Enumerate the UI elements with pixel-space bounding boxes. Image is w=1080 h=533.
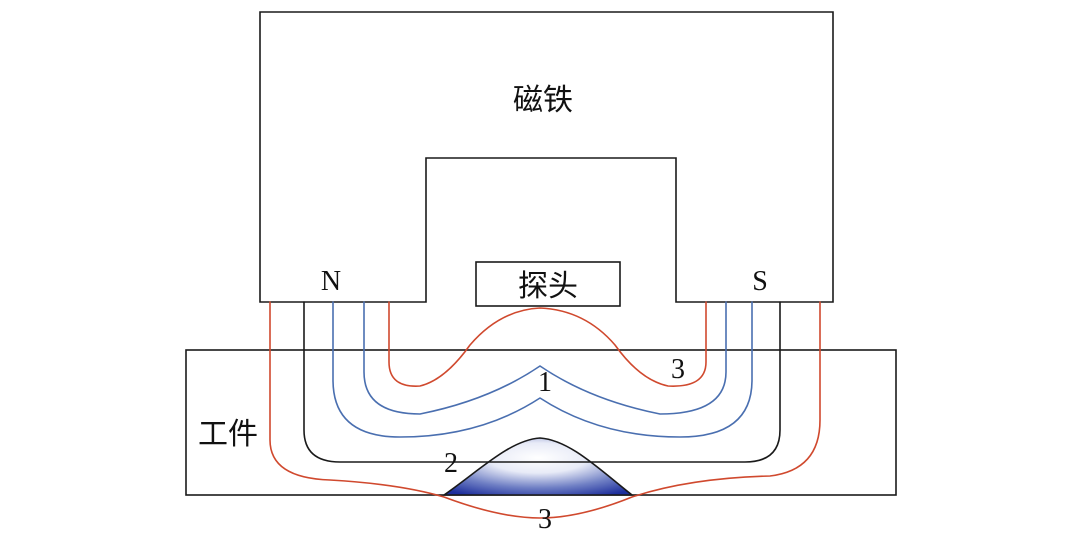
workpiece-label: 工件 <box>198 417 258 452</box>
north-pole-label: N <box>321 266 341 297</box>
line-2-label: 2 <box>444 448 458 479</box>
field-line-2 <box>303 301 781 463</box>
magnet-label: 磁铁 <box>513 83 573 118</box>
probe-label: 探头 <box>518 269 578 304</box>
field-line-1-inner <box>363 301 727 415</box>
defect-shape <box>441 437 635 496</box>
line-1-label: 1 <box>538 367 552 398</box>
probe-box <box>475 261 621 307</box>
magnet-body <box>259 11 834 303</box>
field-line-3-lower <box>269 301 821 519</box>
south-pole-label: S <box>752 266 768 297</box>
field-line-3-upper <box>388 301 707 387</box>
line-3-bottom-label: 3 <box>538 504 552 533</box>
field-line-1-outer <box>332 301 753 438</box>
line-3-top-label: 3 <box>671 354 685 385</box>
